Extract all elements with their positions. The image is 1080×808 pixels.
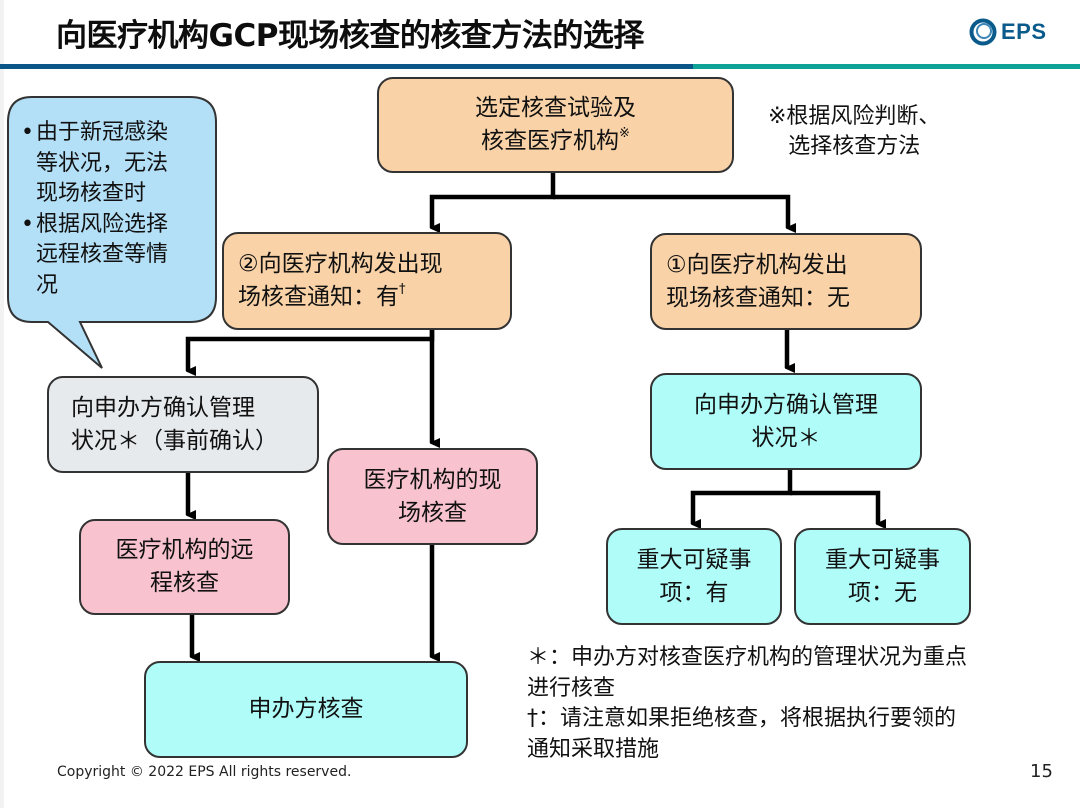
eps-ring-logo-icon (969, 18, 997, 46)
slide-left-edge (0, 0, 4, 808)
risk-note: ※根据风险判断、 选择核查方法 (768, 104, 941, 159)
node-onsite-inspection: 医疗机构的现 场核查 (327, 448, 538, 545)
header-rule-teal (693, 64, 1080, 69)
connector-confirm-right (790, 490, 878, 524)
header-rule-blue (0, 64, 693, 69)
footnote-dagger-line1: †：请注意如果拒绝核查，将根据执行要领的 (527, 706, 957, 731)
logo-text: EPS (1001, 19, 1047, 44)
node-select-trial-institution: 选定核查试验及 核查医疗机构※ (377, 77, 734, 173)
node-notice-yes: ②向医疗机构发出现 场核查通知：有† (222, 232, 512, 330)
connector-select-right (553, 194, 788, 228)
footnote-asterisk-line2: 进行核查 (527, 675, 616, 701)
slide-title: 向医疗机构GCP现场核查的核查方法的选择 (56, 18, 644, 54)
connector-confirm-left (690, 469, 793, 524)
connector-select-split (429, 172, 556, 228)
bubble-item-1: 由于新冠感染 等状况，无法 现场核查时 (21, 118, 168, 210)
node-notice-no: ①向医疗机构发出 现场核查通知：无 (650, 233, 922, 330)
node-confirm-status: 向申办方确认管理 状况＊ (650, 373, 922, 470)
eps-logo: EPS (968, 17, 1047, 47)
node-major-doubt-yes: 重大可疑事 项：有 (606, 528, 782, 625)
dagger-mark: † (399, 282, 406, 297)
speech-bubble-text: 由于新冠感染 等状况，无法 现场核查时 根据风险选择 远程核查等情 况 (21, 118, 168, 302)
footnotes: ＊：申办方对核查医疗机构的管理状况为重点 进行核查 †：请注意如果拒绝核查，将根… (527, 643, 1047, 765)
footnote-dagger-line2: 通知采取措施 (527, 736, 660, 762)
footnote-asterisk-line1: ＊：申办方对核查医疗机构的管理状况为重点 (527, 645, 968, 670)
node-remote-inspection: 医疗机构的远 程核查 (79, 519, 290, 615)
connector-noticeyes-left (185, 329, 435, 371)
node-major-doubt-no: 重大可疑事 项：无 (794, 528, 971, 625)
page-number: 15 (1030, 761, 1053, 782)
node-sponsor-inspection: 申办方核查 (144, 661, 468, 758)
bubble-item-2: 根据风险选择 远程核查等情 况 (21, 210, 168, 302)
reference-mark: ※ (619, 126, 630, 141)
copyright: Copyright © 2022 EPS All rights reserved… (57, 764, 352, 780)
node-confirm-prior: 向申办方确认管理 状况＊（事前确认） (47, 376, 319, 473)
